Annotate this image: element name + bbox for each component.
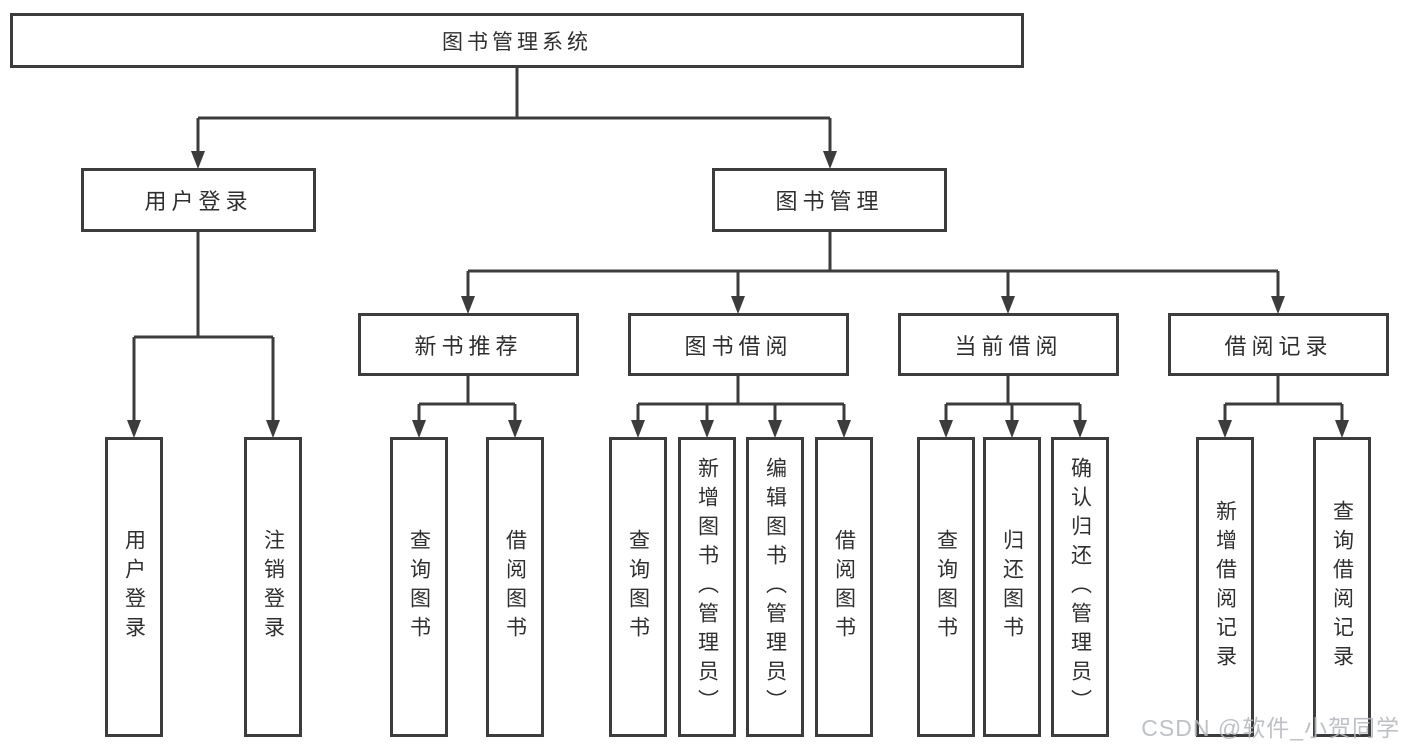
arrowhead-icon xyxy=(1335,420,1349,438)
leaf-add-books-admin: 新增图书（管理员） xyxy=(678,437,736,737)
edge-current-borrow-split xyxy=(944,376,1082,424)
node-label: 新增借阅记录 xyxy=(1213,500,1237,674)
edge-root-split xyxy=(196,68,832,156)
node-label: 新书推荐 xyxy=(414,333,523,359)
leaf-borrow-books-recommend: 借阅图书 xyxy=(486,437,544,737)
edge-book-borrow-split xyxy=(636,376,846,424)
arrowhead-icon xyxy=(1001,296,1015,314)
node-label: 借阅图书 xyxy=(503,529,527,645)
node-label: 注销登录 xyxy=(261,529,285,645)
node-label: 图书管理 xyxy=(775,189,884,214)
connector-arrowheads xyxy=(127,151,1349,438)
node-book-management-group: 图书管理 xyxy=(712,168,947,232)
arrowhead-icon xyxy=(768,420,782,438)
connector-edges xyxy=(132,68,1344,424)
arrowhead-icon xyxy=(939,420,953,438)
leaf-query-books-recommend: 查询图书 xyxy=(390,437,448,737)
arrowhead-icon xyxy=(508,420,522,438)
node-label: 借阅图书 xyxy=(832,529,856,645)
node-borrowing-records: 借阅记录 xyxy=(1168,313,1389,376)
node-label: 新增图书（管理员） xyxy=(695,456,719,718)
node-label: 查询图书 xyxy=(626,529,650,645)
arrowhead-icon xyxy=(631,420,645,438)
node-label: 当前借阅 xyxy=(954,333,1063,359)
leaf-edit-books-admin: 编辑图书（管理员） xyxy=(746,437,804,737)
edge-user-login-split xyxy=(132,232,275,424)
edge-book-mgmt-split xyxy=(466,232,1280,300)
node-new-book-recommendation: 新书推荐 xyxy=(358,313,579,376)
leaf-query-books-borrowing: 查询图书 xyxy=(609,437,667,737)
leaf-confirm-return-admin: 确认归还（管理员） xyxy=(1051,437,1109,737)
arrowhead-icon xyxy=(1073,420,1087,438)
leaf-logout: 注销登录 xyxy=(244,437,302,737)
leaf-return-books: 归还图书 xyxy=(983,437,1041,737)
node-label: 图书借阅 xyxy=(684,333,793,359)
edge-new-book-rec-split xyxy=(417,376,517,424)
arrowhead-icon xyxy=(837,420,851,438)
node-label: 查询图书 xyxy=(934,529,958,645)
arrowhead-icon xyxy=(266,420,280,438)
arrowhead-icon xyxy=(823,151,837,169)
node-label: 用户登录 xyxy=(144,189,253,214)
node-label: 查询图书 xyxy=(407,529,431,645)
arrowhead-icon xyxy=(1271,296,1285,314)
leaf-add-borrow-record: 新增借阅记录 xyxy=(1196,437,1254,737)
leaf-borrow-books-borrowing: 借阅图书 xyxy=(815,437,873,737)
arrowhead-icon xyxy=(1218,420,1232,438)
arrowhead-icon xyxy=(127,420,141,438)
leaf-user-login: 用户登录 xyxy=(105,437,163,737)
csdn-watermark: CSDN @软件_小贺同学 xyxy=(1141,715,1400,741)
node-label: 图书管理系统 xyxy=(442,30,592,54)
node-library-management-system: 图书管理系统 xyxy=(10,13,1024,68)
arrowhead-icon xyxy=(191,151,205,169)
node-label: 编辑图书（管理员） xyxy=(763,456,787,718)
arrowhead-icon xyxy=(461,296,475,314)
leaf-query-borrow-record: 查询借阅记录 xyxy=(1313,437,1371,737)
node-label: 确认归还（管理员） xyxy=(1068,456,1092,718)
node-current-borrowing: 当前借阅 xyxy=(898,313,1119,376)
node-book-borrowing: 图书借阅 xyxy=(628,313,849,376)
node-label: 查询借阅记录 xyxy=(1330,500,1354,674)
arrowhead-icon xyxy=(700,420,714,438)
node-label: 归还图书 xyxy=(1000,529,1024,645)
node-user-login-group: 用户登录 xyxy=(81,168,316,232)
edge-borrow-records-split xyxy=(1223,376,1344,424)
arrowhead-icon xyxy=(731,296,745,314)
arrowhead-icon xyxy=(1005,420,1019,438)
arrowhead-icon xyxy=(412,420,426,438)
leaf-query-books-current: 查询图书 xyxy=(917,437,975,737)
node-label: 借阅记录 xyxy=(1224,333,1333,359)
node-label: 用户登录 xyxy=(122,529,146,645)
